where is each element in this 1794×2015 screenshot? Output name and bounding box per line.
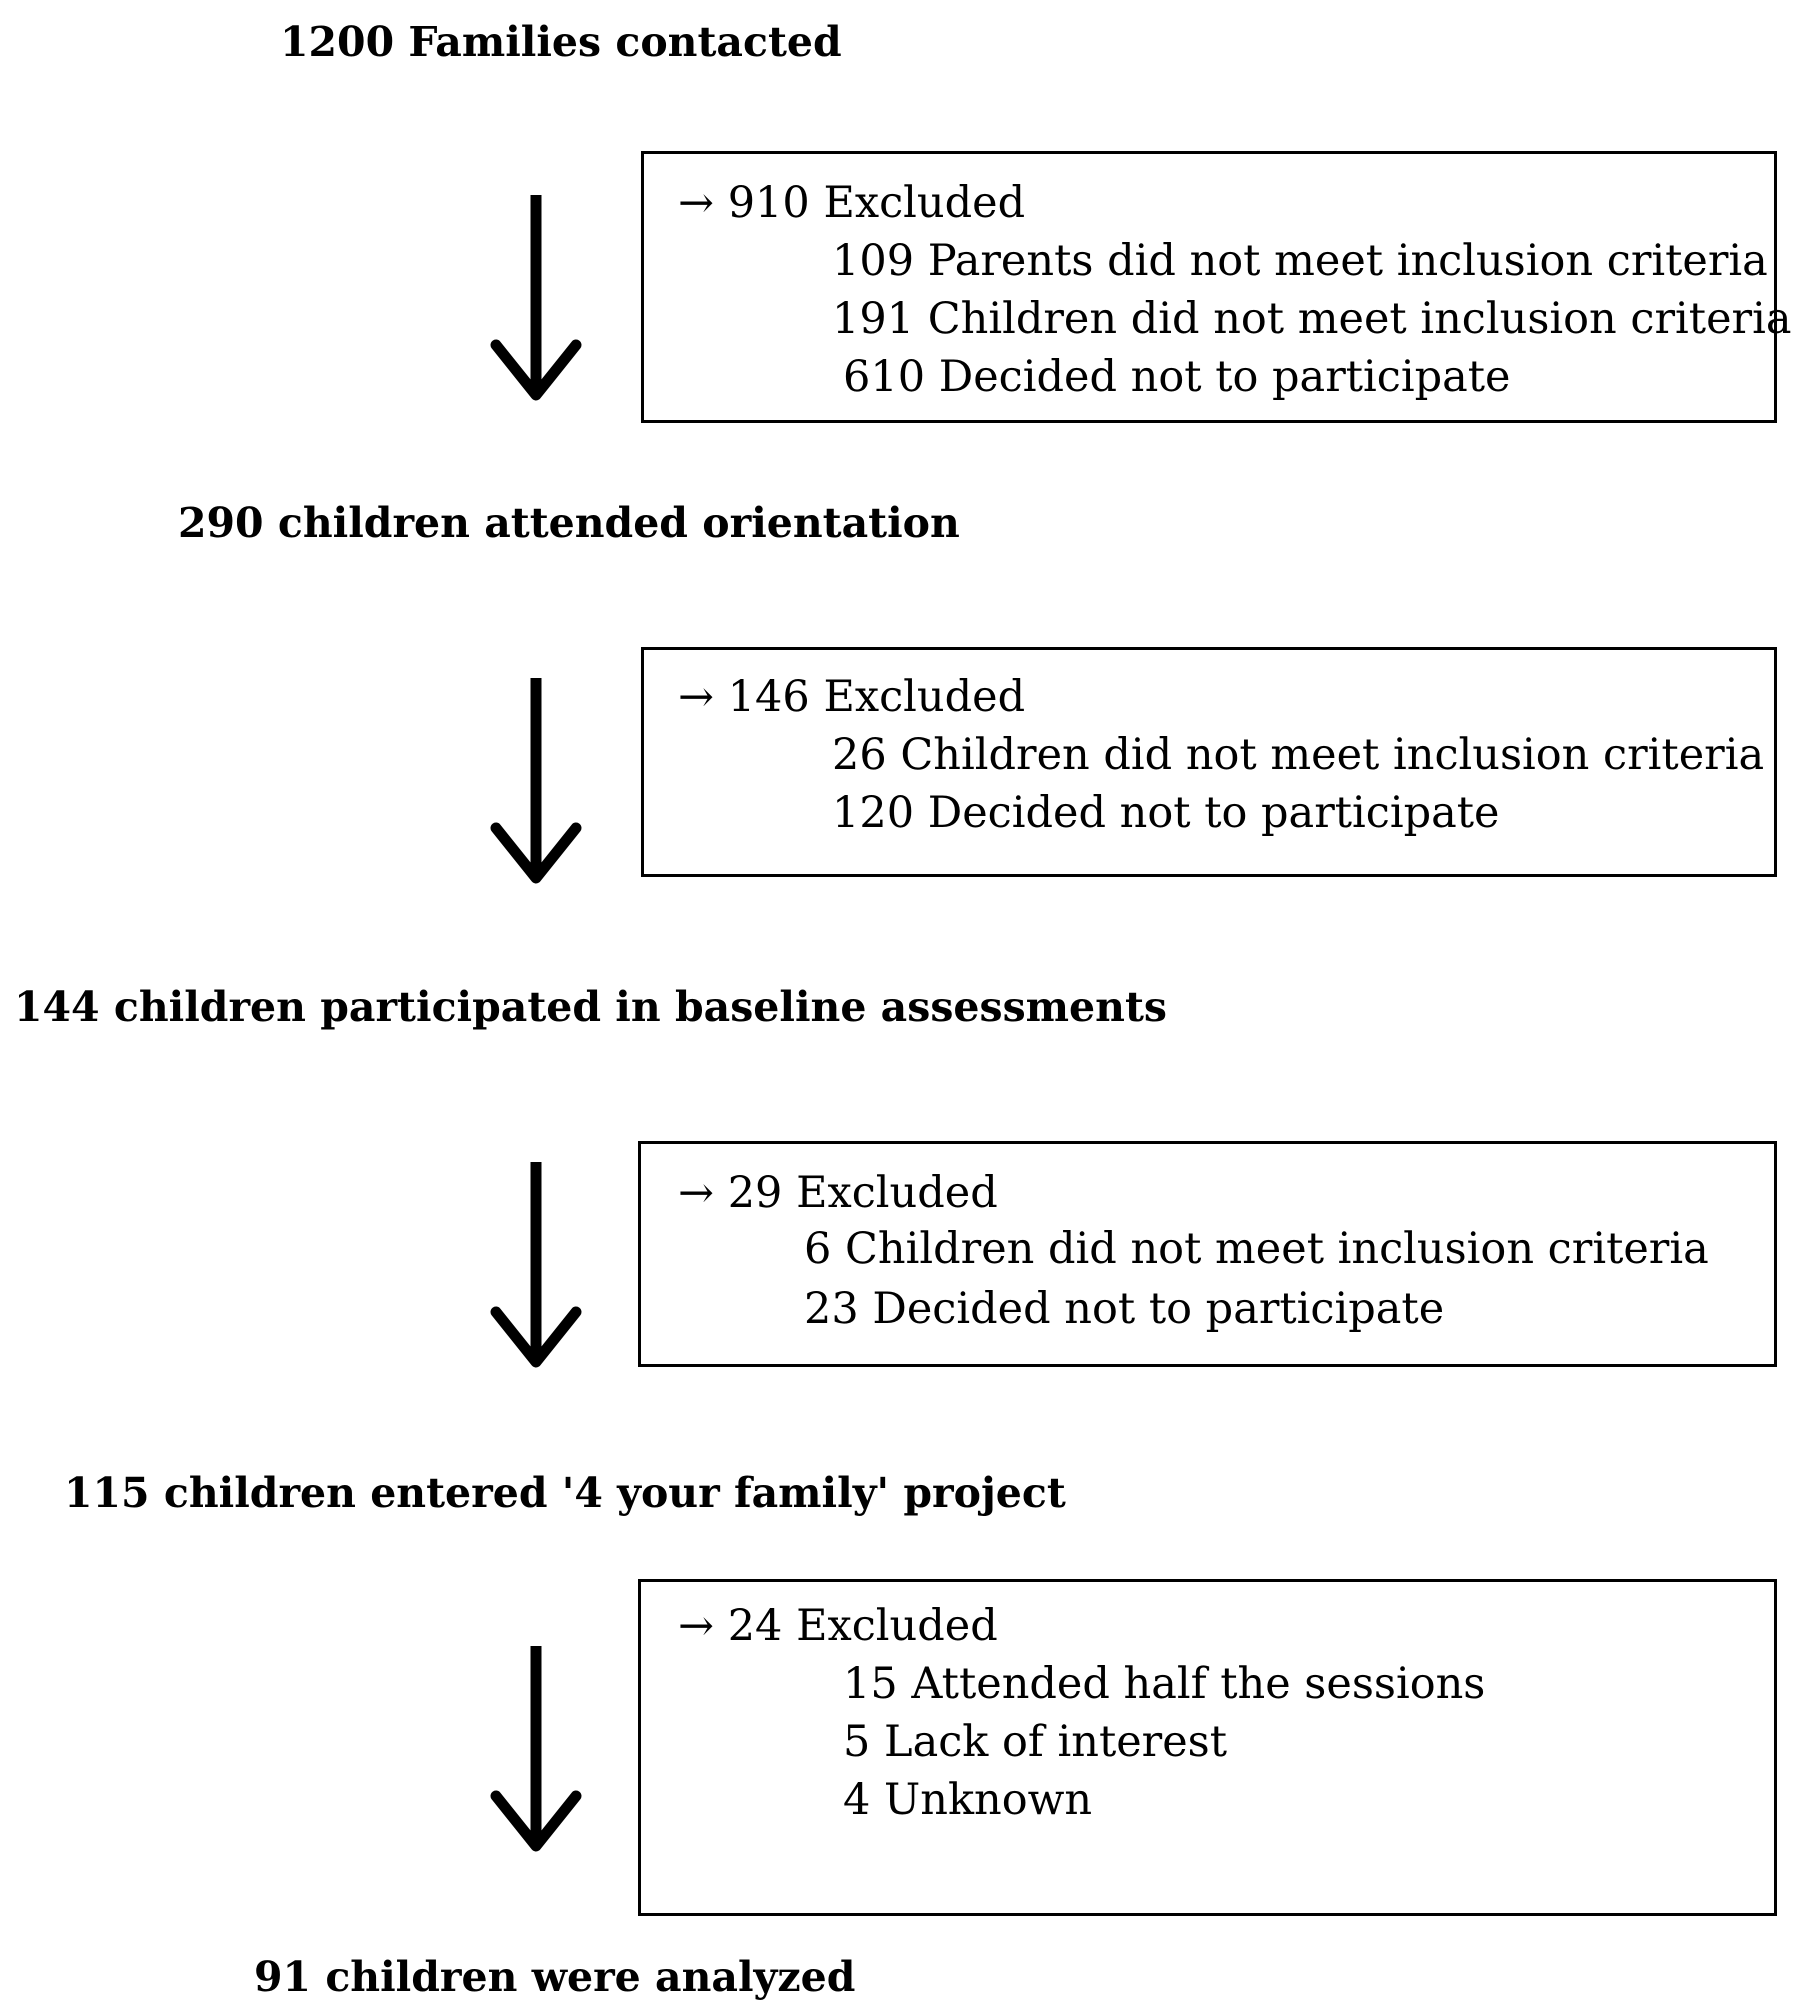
stage-analyzed: 91 children were analyzed xyxy=(254,1953,856,2001)
down-arrow-icon xyxy=(490,195,582,401)
exclusion-box xyxy=(641,647,1777,877)
exclusion-item: 23 Decided not to participate xyxy=(804,1284,1445,1334)
stage-entered-project: 115 children entered '4 your family' pro… xyxy=(64,1469,1066,1517)
stage-baseline-assessments: 144 children participated in baseline as… xyxy=(14,983,1167,1031)
exclusion-header: → 29 Excluded xyxy=(678,1168,998,1218)
down-arrow-icon xyxy=(490,678,582,884)
exclusion-item: 15 Attended half the sessions xyxy=(843,1659,1486,1709)
exclusion-item: 610 Decided not to participate xyxy=(843,352,1511,402)
exclusion-item: 109 Parents did not meet inclusion crite… xyxy=(832,236,1768,286)
exclusion-box xyxy=(638,1579,1777,1916)
exclusion-box xyxy=(641,151,1777,423)
exclusion-header: → 146 Excluded xyxy=(678,672,1026,722)
down-arrow-icon xyxy=(490,1162,582,1368)
exclusion-item: 191 Children did not meet inclusion crit… xyxy=(832,294,1792,344)
exclusion-box xyxy=(638,1141,1777,1367)
down-arrow-icon xyxy=(490,1646,582,1852)
stage-attended-orientation: 290 children attended orientation xyxy=(178,499,960,547)
exclusion-item: 4 Unknown xyxy=(843,1775,1093,1825)
exclusion-header: → 910 Excluded xyxy=(678,178,1026,228)
exclusion-header: → 24 Excluded xyxy=(678,1601,998,1651)
exclusion-item: 5 Lack of interest xyxy=(843,1717,1228,1767)
stage-families-contacted: 1200 Families contacted xyxy=(280,18,842,66)
exclusion-item: 120 Decided not to participate xyxy=(832,788,1500,838)
exclusion-item: 6 Children did not meet inclusion criter… xyxy=(804,1224,1709,1274)
exclusion-item: 26 Children did not meet inclusion crite… xyxy=(832,730,1765,780)
